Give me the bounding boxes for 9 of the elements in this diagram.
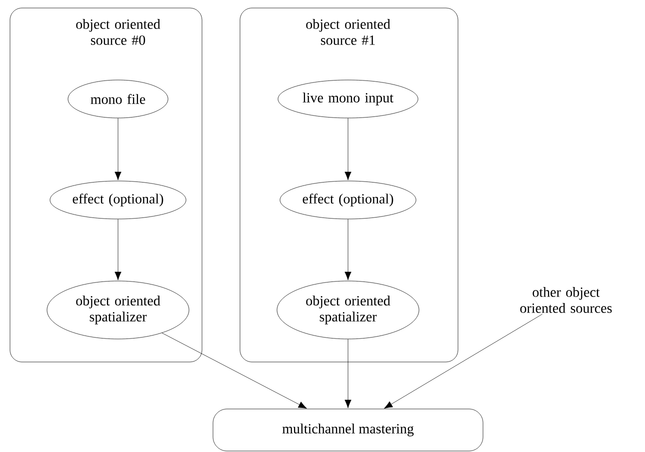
arrow — [344, 218, 352, 280]
output-box: multichannel mastering — [212, 408, 484, 452]
arrow — [344, 338, 352, 408]
note-text: other object oriented sources — [520, 287, 612, 313]
arrow — [384, 314, 543, 409]
arrow — [114, 218, 122, 280]
arrow — [114, 118, 122, 180]
arrow — [344, 118, 352, 180]
arrow — [162, 332, 307, 409]
